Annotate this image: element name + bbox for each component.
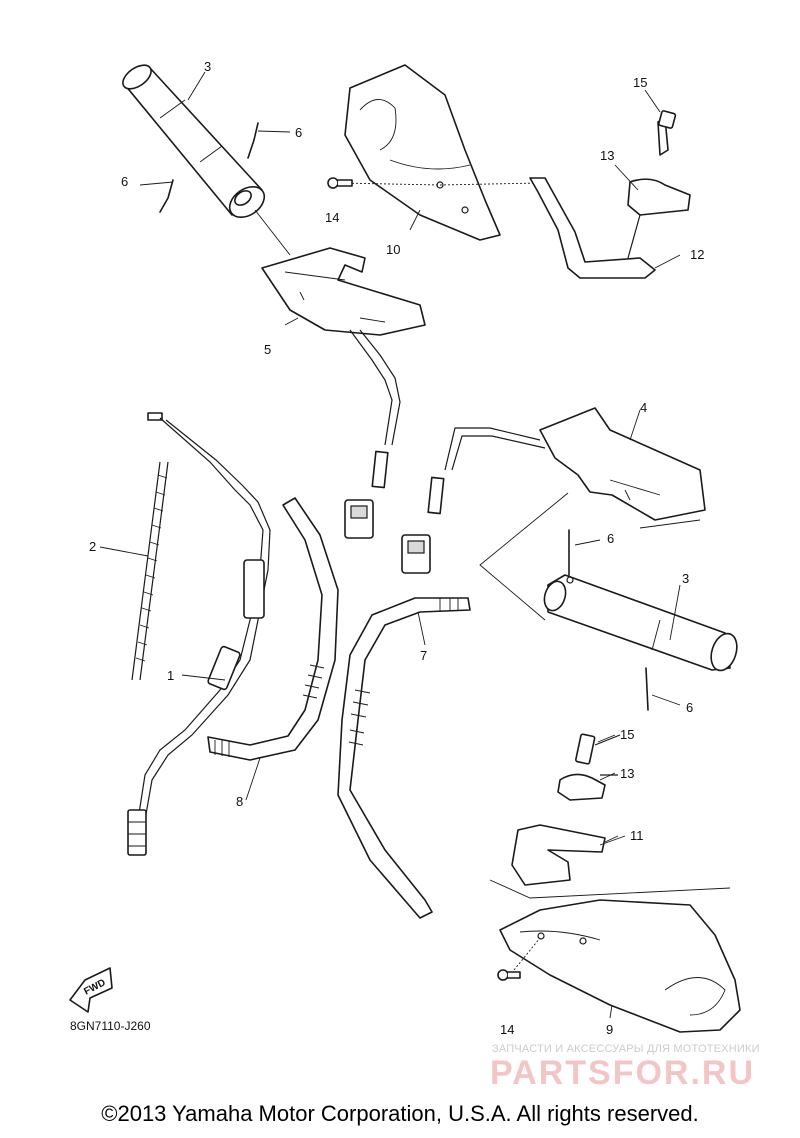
bracket-upper xyxy=(529,110,691,279)
callout-8: 8 xyxy=(236,794,243,809)
callout-1: 1 xyxy=(167,668,174,683)
callout-3-lower: 3 xyxy=(682,571,689,586)
callout-13-lower: 13 xyxy=(620,766,634,781)
grip-upper xyxy=(122,64,291,256)
callout-3-upper: 3 xyxy=(204,59,211,74)
screw-upper-left xyxy=(139,179,174,213)
hose-7 xyxy=(337,597,471,919)
heater-plate-upper xyxy=(261,247,426,539)
screw-lower-top xyxy=(568,529,601,576)
screw-lower-bottom xyxy=(645,667,681,711)
watermark-tagline: ЗАПЧАСТИ И АКСЕССУАРЫ ДЛЯ МОТОТЕХНИКИ xyxy=(492,1043,760,1055)
copyright-notice: ©2013 Yamaha Motor Corporation, U.S.A. A… xyxy=(101,1101,699,1126)
callout-5: 5 xyxy=(264,342,271,357)
throttle-cable xyxy=(127,412,271,856)
callout-11: 11 xyxy=(630,828,644,843)
callout-12: 12 xyxy=(690,247,704,262)
callout-2: 2 xyxy=(89,539,96,554)
hand-guard-upper xyxy=(339,64,541,241)
callout-6-lower-bottom: 6 xyxy=(686,700,693,715)
bolt-upper-14 xyxy=(327,177,353,189)
watermark-brand: PARTSFOR.RU xyxy=(490,1054,756,1092)
hose-8 xyxy=(207,497,339,761)
callout-6-lower-top: 6 xyxy=(607,531,614,546)
grip-lower xyxy=(543,574,738,672)
heater-plate-lower xyxy=(401,407,706,621)
callout-9: 9 xyxy=(606,1022,613,1037)
diagram-code: 8GN7110-J260 xyxy=(70,1019,151,1033)
bracket-lower xyxy=(489,733,731,899)
callout-14-lower: 14 xyxy=(500,1022,514,1037)
hand-guard-lower xyxy=(499,899,741,1033)
screw-upper-right xyxy=(247,122,291,159)
callout-15-lower: 15 xyxy=(620,727,634,742)
callout-7: 7 xyxy=(420,648,427,663)
spring xyxy=(131,461,169,681)
callout-4: 4 xyxy=(640,400,647,415)
fwd-arrow-icon: FWD xyxy=(69,967,113,1013)
callout-leaders xyxy=(99,71,681,1019)
callout-10: 10 xyxy=(386,242,400,257)
callout-6-upper-right: 6 xyxy=(295,125,302,140)
callout-13-upper: 13 xyxy=(600,148,614,163)
callout-14-upper: 14 xyxy=(325,210,339,225)
callout-6-upper-left: 6 xyxy=(121,174,128,189)
bolt-lower-14 xyxy=(497,969,521,981)
callout-15-upper: 15 xyxy=(633,75,647,90)
